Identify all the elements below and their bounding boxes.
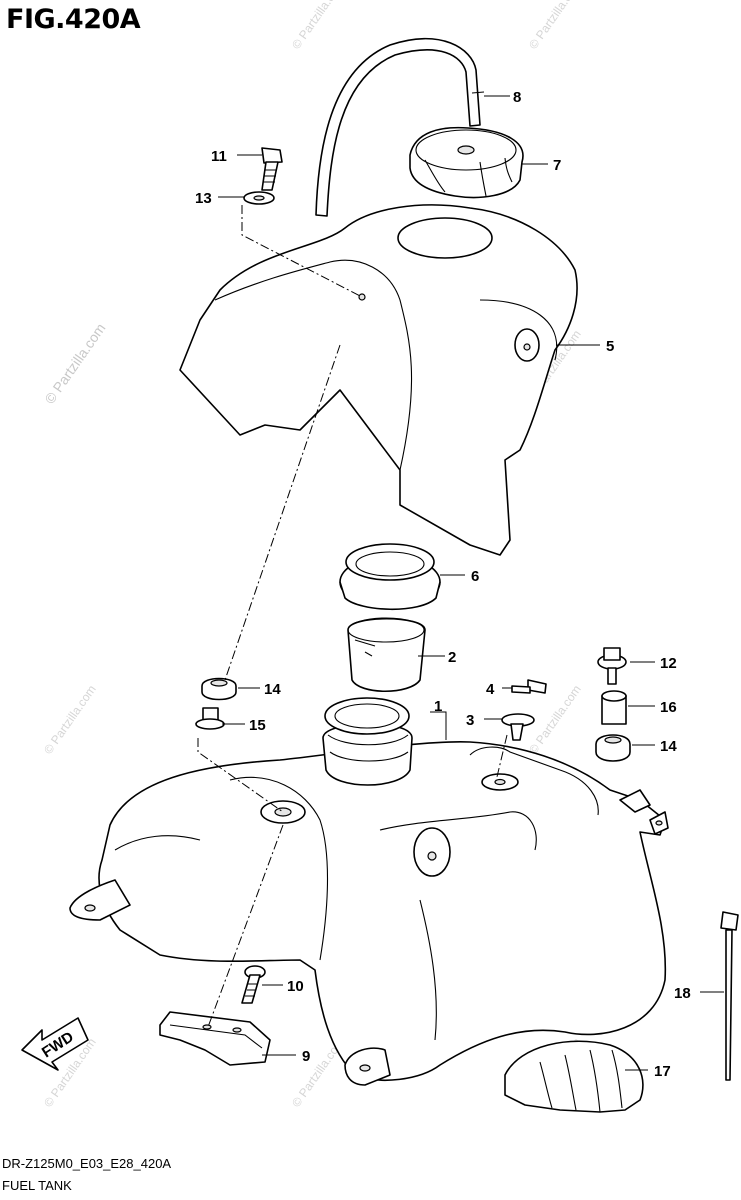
- part-11-bolt: [261, 147, 283, 191]
- watermark-main: © Partzilla.com: [41, 320, 108, 406]
- part-17-damper: [504, 1040, 644, 1113]
- part-18-cable-tie: [720, 911, 739, 1081]
- part-12-bolt: [597, 647, 627, 685]
- callout-6: 6: [471, 568, 479, 585]
- part-2-band: [347, 617, 426, 693]
- part-15-collar: [195, 707, 225, 730]
- callout-16: 16: [660, 699, 677, 716]
- callout-7: 7: [553, 157, 561, 174]
- callout-leaders: [218, 95, 724, 1071]
- watermark-left-mid: © Partzilla.com: [41, 682, 99, 756]
- part-14-cushion-left: [201, 677, 237, 701]
- watermark-top-right: © Partzilla.com: [526, 0, 584, 52]
- part-8-breather-hose: [315, 37, 485, 217]
- callout-9: 9: [302, 1048, 310, 1065]
- callout-8: 8: [513, 89, 521, 106]
- watermark-top: © Partzilla.com: [289, 0, 347, 52]
- callout-5: 5: [606, 338, 614, 355]
- part-16-collar: [601, 690, 627, 725]
- part-9-bracket: [159, 1011, 271, 1066]
- callout-15: 15: [249, 717, 266, 734]
- callout-14-right: 14: [660, 738, 677, 755]
- callout-11: 11: [211, 148, 227, 165]
- part-10-bolt: [241, 965, 266, 1004]
- callout-13: 13: [195, 190, 212, 207]
- assembly-guide-lines: [197, 205, 508, 1028]
- callout-18: 18: [674, 985, 691, 1002]
- callout-17: 17: [654, 1063, 671, 1080]
- part-14-cushion-right: [595, 734, 631, 762]
- part-5-tank-cover: [179, 204, 578, 556]
- diagram-code: DR-Z125M0_E03_E28_420A: [2, 1156, 172, 1171]
- callout-numbers: 8 7 11 13 5 6 2 12 16 14 14 15 4 3 1 10 …: [195, 89, 691, 1080]
- part-1-fuel-tank: [69, 697, 669, 1086]
- callout-2: 2: [448, 649, 456, 666]
- callout-14-left: 14: [264, 681, 281, 698]
- callout-10: 10: [287, 978, 304, 995]
- figure-title: FIG.420A: [6, 4, 141, 35]
- callout-4: 4: [486, 681, 495, 698]
- part-7-fuel-cap: [409, 126, 524, 199]
- diagram-caption: FUEL TANK: [2, 1178, 72, 1193]
- part-13-washer: [243, 191, 275, 205]
- callout-12: 12: [660, 655, 677, 672]
- part-6-grommet: [339, 543, 441, 611]
- part-3-fitting: [501, 713, 535, 741]
- callout-3: 3: [466, 712, 474, 729]
- part-4-screw: [511, 679, 547, 694]
- callout-1: 1: [434, 698, 442, 715]
